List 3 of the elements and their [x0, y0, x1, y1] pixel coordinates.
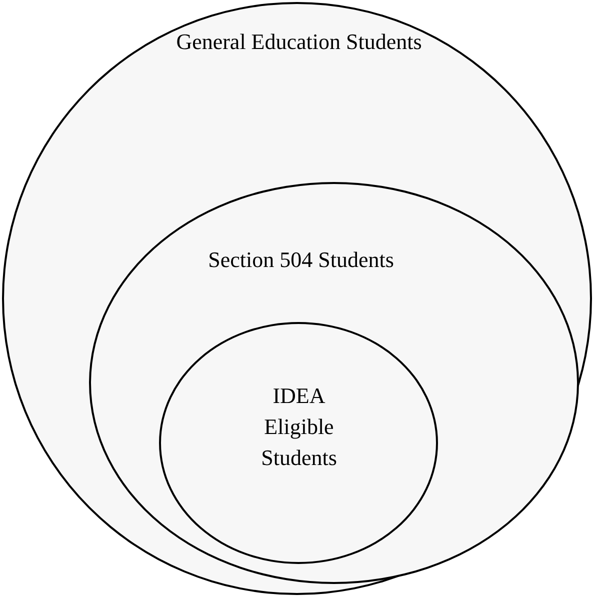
set-label: General Education Students — [175, 28, 423, 56]
set-label: IDEA Eligible Students — [260, 382, 338, 472]
set-label: Section 504 Students — [207, 246, 395, 274]
